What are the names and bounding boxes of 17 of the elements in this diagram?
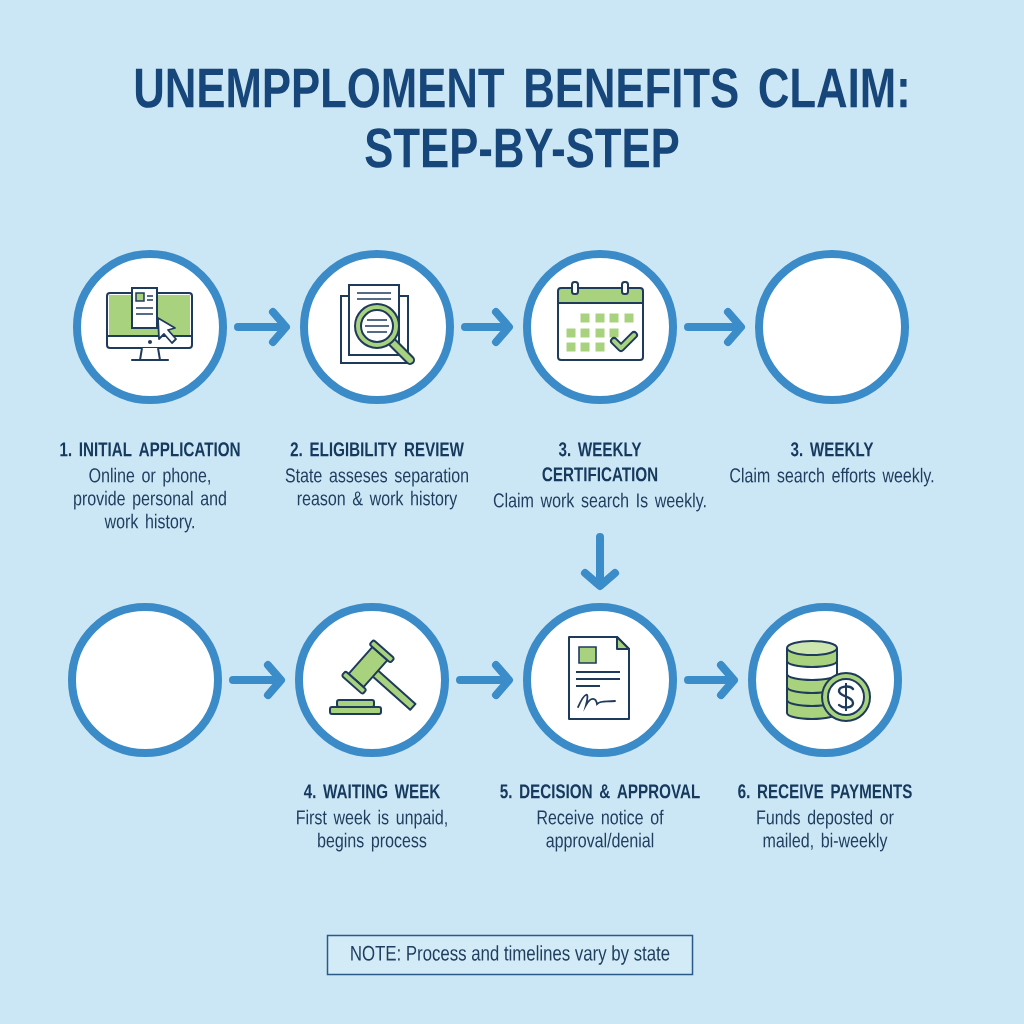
step-description: State asseses separation reason & work history bbox=[285, 467, 468, 510]
step-description: Receive notice of approval/denial bbox=[537, 809, 664, 852]
title: UNEMPPLOMENT BENEFITS CLAIM: STEP-BY-STEP bbox=[135, 68, 907, 168]
step-heading: 4. WAITING WEEK bbox=[303, 784, 441, 799]
step-description: First week is unpaid, begins process bbox=[297, 809, 447, 852]
step-description: Claim search efforts weekly. bbox=[730, 467, 934, 487]
step-heading: 2. ELIGIBILITY REVIEW bbox=[290, 442, 464, 457]
step-heading: 6. RECEIVE PAYMENTS bbox=[738, 784, 912, 799]
step-circle bbox=[68, 603, 222, 757]
note-box: NOTE: Process and timelines vary by state bbox=[326, 934, 694, 976]
step-description: Funds deposted or mailed, bi-weekly bbox=[757, 809, 894, 852]
step-heading: 1. INITIAL APPLICATION bbox=[60, 442, 240, 457]
step-heading: 3. WEEKLY CERTIFICATION bbox=[542, 442, 658, 482]
step-heading: 5. DECISION & APPROVAL bbox=[500, 784, 700, 799]
step-heading: 3. WEEKLY bbox=[790, 442, 874, 457]
step-description: Online or phone, provide personal and work history. bbox=[74, 467, 226, 533]
step-description: Claim work search Is weekly. bbox=[493, 492, 706, 512]
